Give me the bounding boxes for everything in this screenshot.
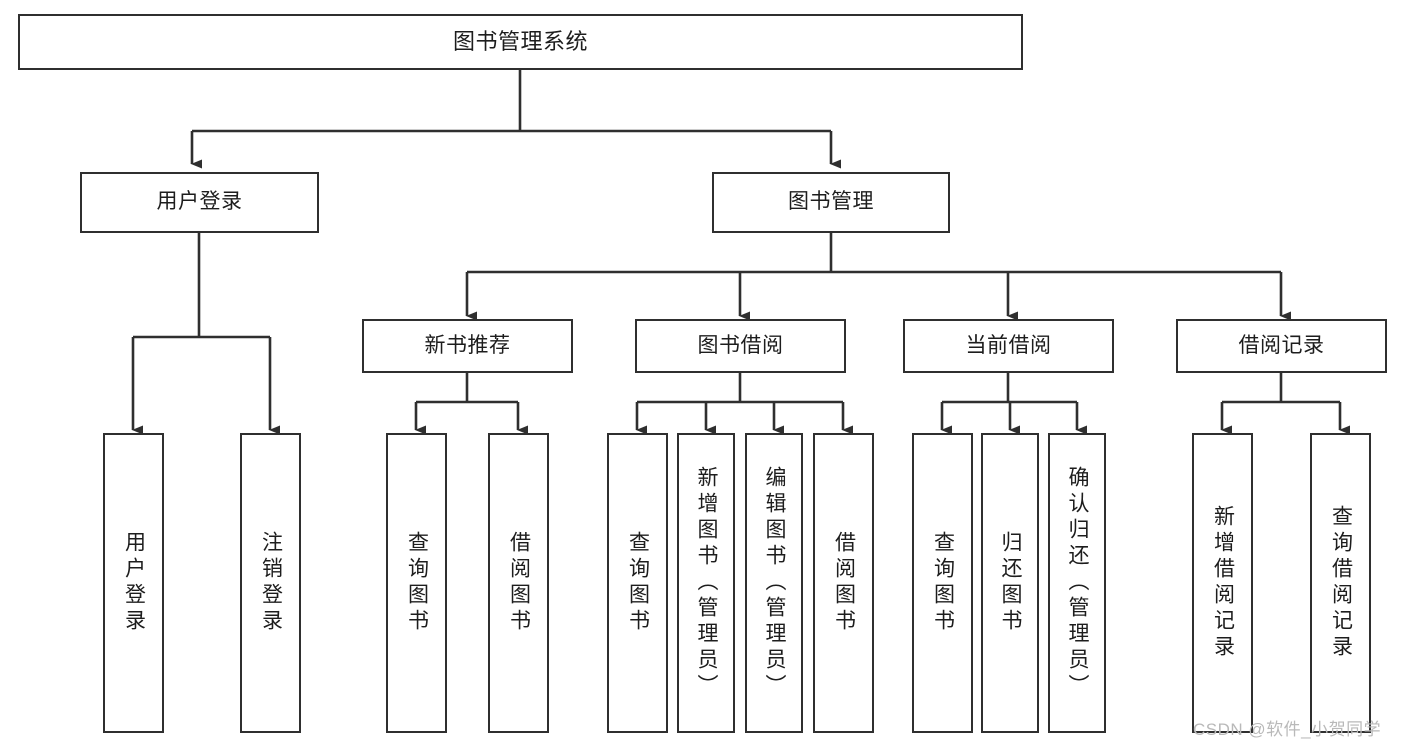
node-leaf-query-book-borrow[interactable]: 查询图书 [607, 433, 668, 733]
node-user-login[interactable]: 用户登录 [80, 172, 319, 233]
node-label: 查询图书 [405, 531, 429, 635]
node-root-book-management-system[interactable]: 图书管理系统 [18, 14, 1023, 70]
node-label: 查询借阅记录 [1329, 505, 1353, 661]
node-label: 新书推荐 [424, 333, 511, 357]
node-leaf-edit-book-admin[interactable]: 编辑图书（管理员） [745, 433, 803, 733]
node-borrow-record[interactable]: 借阅记录 [1176, 319, 1387, 373]
node-leaf-user-login[interactable]: 用户登录 [103, 433, 164, 733]
node-leaf-query-book-recommendation[interactable]: 查询图书 [386, 433, 447, 733]
node-label: 查询图书 [931, 531, 955, 635]
node-label: 确认归还（管理员） [1066, 466, 1090, 700]
node-leaf-confirm-return-admin[interactable]: 确认归还（管理员） [1048, 433, 1106, 733]
node-book-manage[interactable]: 图书管理 [712, 172, 950, 233]
node-label: 查询图书 [626, 531, 650, 635]
node-leaf-logout[interactable]: 注销登录 [240, 433, 301, 733]
node-leaf-query-book-current[interactable]: 查询图书 [912, 433, 973, 733]
node-leaf-return-book[interactable]: 归还图书 [981, 433, 1039, 733]
node-label: 用户登录 [156, 190, 243, 214]
node-new-book-recommendation[interactable]: 新书推荐 [362, 319, 573, 373]
node-label: 借阅记录 [1238, 333, 1325, 357]
node-label: 图书管理系统 [452, 29, 588, 55]
node-label: 图书借阅 [697, 333, 784, 357]
node-label: 归还图书 [999, 531, 1023, 635]
node-leaf-borrow-book-recommendation[interactable]: 借阅图书 [488, 433, 549, 733]
node-label: 编辑图书（管理员） [763, 466, 787, 700]
node-label: 注销登录 [259, 531, 283, 635]
node-label: 新增借阅记录 [1211, 505, 1235, 661]
node-leaf-borrow-book-borrow[interactable]: 借阅图书 [813, 433, 874, 733]
csdn-watermark: CSDN @软件_小贺同学 [1193, 720, 1382, 739]
node-current-borrow[interactable]: 当前借阅 [903, 319, 1114, 373]
node-label: 当前借阅 [965, 333, 1052, 357]
node-label: 借阅图书 [832, 531, 856, 635]
node-label: 用户登录 [122, 531, 146, 635]
node-book-borrow[interactable]: 图书借阅 [635, 319, 846, 373]
node-leaf-add-book-admin[interactable]: 新增图书（管理员） [677, 433, 735, 733]
node-label: 新增图书（管理员） [695, 466, 719, 700]
node-leaf-query-borrow-record[interactable]: 查询借阅记录 [1310, 433, 1371, 733]
node-leaf-add-borrow-record[interactable]: 新增借阅记录 [1192, 433, 1253, 733]
node-label: 借阅图书 [507, 531, 531, 635]
node-label: 图书管理 [788, 190, 874, 214]
